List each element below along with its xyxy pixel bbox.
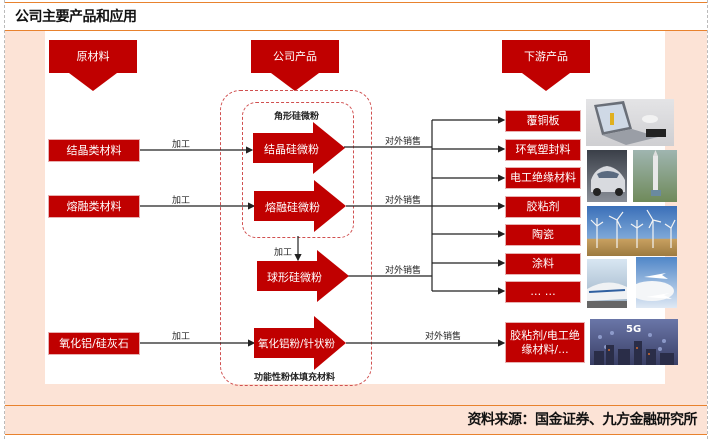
downstream-adhesive: 胶粘剂 (506, 197, 580, 217)
downstream-coatings: 涂料 (506, 254, 580, 274)
raw-material-fused: 熔融类材料 (49, 196, 139, 217)
wind-turbines-photo (587, 206, 677, 256)
rocket-photo (633, 150, 677, 202)
peach-margin-left (5, 31, 45, 405)
laptop-photo (586, 99, 674, 146)
sale-label-3: 对外销售 (385, 266, 422, 276)
header-downstream-products-label: 下游产品 (502, 40, 590, 73)
raw-material-alumina-wollastonite: 氧化铝/硅灰石 (49, 333, 139, 354)
sale-label-2: 对外销售 (385, 196, 422, 206)
header-raw-materials-label: 原材料 (49, 40, 137, 73)
down-arrow-icon (69, 73, 117, 91)
page-frame-left (4, 0, 5, 439)
page-frame-right (707, 0, 708, 439)
process-label-2: 加工 (172, 196, 191, 206)
source-footer: 资料来源：国金证券、九方金融研究所 (5, 405, 707, 435)
functional-filler-group-label: 功能性粉体填充材料 (254, 373, 336, 383)
product-crystalline-silica: 结晶硅微粉 (264, 143, 319, 156)
product-fused-silica: 熔融硅微粉 (265, 201, 320, 214)
down-arrow-icon (271, 73, 319, 91)
downstream-insulation: 电工绝缘材料 (506, 168, 580, 188)
process-label-spherical: 加工 (274, 248, 293, 258)
header-company-products-label: 公司产品 (251, 40, 339, 73)
sale-label-1: 对外销售 (385, 137, 422, 147)
process-label-3: 加工 (172, 332, 191, 342)
down-arrow-icon (522, 73, 570, 91)
downstream-functional-applications: 胶粘剂/电工绝缘材料/... (506, 323, 584, 362)
product-spherical-silica: 球形硅微粉 (267, 271, 322, 284)
downstream-ceramics: 陶瓷 (506, 225, 580, 245)
car-photo (587, 150, 627, 202)
product-alumina-needle-powder: 氧化铝粉/针状粉 (258, 338, 336, 350)
downstream-emc: 环氧塑封料 (506, 140, 580, 160)
peach-margin-bottom (45, 384, 665, 405)
process-label-1: 加工 (172, 140, 191, 150)
airplanes-photo (636, 257, 677, 308)
source-note: 资料来源：国金证券、九方金融研究所 (467, 412, 698, 428)
high-speed-train-photo (587, 259, 627, 308)
figure-title: 公司主要产品和应用 (15, 9, 137, 25)
downstream-more: … … (506, 282, 580, 302)
downstream-ccl: 覆铜板 (506, 111, 580, 131)
functional-filler-group-outline (220, 90, 372, 386)
sale-label-4: 对外销售 (425, 332, 462, 342)
5g-city-photo: 5G (590, 319, 678, 365)
raw-material-crystalline: 结晶类材料 (49, 140, 139, 161)
angular-silica-group-label: 角形硅微粉 (274, 112, 320, 122)
5g-label: 5G (626, 324, 641, 335)
